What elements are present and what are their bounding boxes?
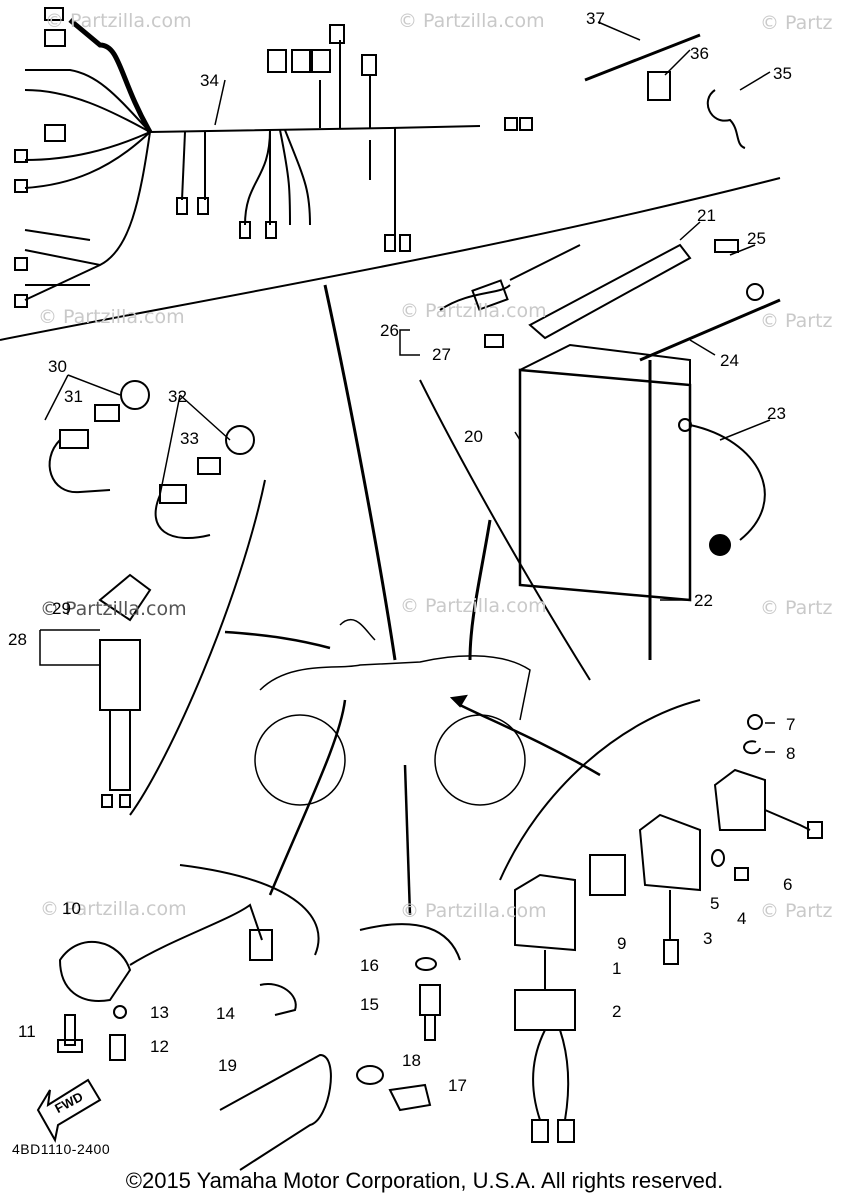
clamp-35	[706, 89, 746, 149]
callout-leaders	[39, 21, 775, 753]
battery-section-border	[419, 379, 591, 681]
fwd-arrow	[36, 1078, 102, 1143]
watermark: © Partz	[760, 900, 833, 922]
watermark: © Partzilla.com	[45, 10, 192, 32]
callout-11: 11	[18, 1022, 36, 1041]
battery-20	[518, 283, 781, 660]
copyright-notice: ©2015 Yamaha Motor Corporation, U.S.A. A…	[125, 1168, 724, 1193]
watermark: © Partzilla.com	[400, 300, 547, 322]
callout-2: 2	[612, 1002, 622, 1021]
leader-harness	[323, 284, 397, 661]
watermark: © Partzilla.com	[400, 595, 547, 617]
callout-6: 6	[783, 875, 793, 894]
callout-37: 37	[586, 9, 605, 28]
battery-strap-21	[528, 243, 692, 340]
bolt-11	[57, 1014, 83, 1053]
callout-12: 12	[150, 1037, 169, 1056]
plug-caps	[48, 380, 255, 540]
callout-24: 24	[720, 351, 739, 370]
callout-9: 9	[617, 934, 627, 953]
washer-18	[356, 1065, 384, 1085]
watermark: © Partzilla.com	[398, 10, 545, 32]
callout-26: 26	[380, 321, 399, 340]
starter-relay-26	[439, 244, 581, 348]
watermark: © Partz	[760, 12, 833, 34]
ignition-coil-10	[58, 903, 297, 1016]
watermark: © Partzilla.com	[40, 598, 187, 620]
callout-23: 23	[767, 404, 786, 423]
callout-29: 29	[52, 599, 71, 618]
callout-10: 10	[62, 899, 81, 918]
callout-22: 22	[694, 591, 713, 610]
washer-16	[415, 957, 437, 971]
callout-36: 36	[690, 44, 709, 63]
screw-4	[734, 867, 749, 881]
callout-7: 7	[786, 715, 796, 734]
leader-switch	[224, 630, 331, 650]
lead-wire-19	[219, 1053, 332, 1171]
callout-8: 8	[786, 744, 796, 763]
callout-13: 13	[150, 1003, 169, 1022]
bolt-12	[109, 1034, 126, 1061]
callout-4: 4	[737, 909, 747, 928]
cdi-section-border	[499, 699, 701, 881]
callout-15: 15	[360, 995, 379, 1014]
spark-plug-15	[419, 984, 441, 1041]
callout-34: 34	[200, 71, 219, 90]
callout-1: 1	[612, 959, 622, 978]
nut-7	[747, 714, 763, 730]
harness-section-border	[0, 177, 781, 341]
leader-plug	[403, 764, 412, 916]
watermark: © Partzilla.com	[40, 898, 187, 920]
holder-36	[647, 71, 671, 101]
watermark: © Partzilla.com	[38, 306, 185, 328]
callout-31: 31	[64, 387, 83, 406]
atv-silhouette	[254, 618, 531, 806]
cdi-bracket-2	[514, 989, 576, 1143]
callout-20: 20	[464, 427, 483, 446]
washer-8	[743, 740, 761, 755]
leader-coil	[268, 699, 347, 896]
bolt-17	[388, 1083, 432, 1112]
callout-35: 35	[773, 64, 792, 83]
callout-5: 5	[710, 894, 720, 913]
washer-13	[113, 1005, 127, 1019]
coil-section-border	[179, 864, 320, 956]
callout-28: 28	[8, 630, 27, 649]
callout-14: 14	[216, 1004, 235, 1023]
callout-18: 18	[402, 1051, 421, 1070]
plug-section-border	[359, 923, 461, 961]
relay-9	[589, 854, 626, 896]
callout-3: 3	[703, 929, 713, 948]
starter-relay-6	[713, 768, 823, 839]
callout-25: 25	[747, 229, 766, 248]
watermark: © Partz	[760, 597, 833, 619]
drawing-code: 4BD1110-2400	[12, 1141, 111, 1157]
cdi-unit-1	[514, 873, 576, 990]
callout-30: 30	[48, 357, 67, 376]
cable-tie-37	[584, 33, 701, 82]
callout-19: 19	[218, 1056, 237, 1075]
leader-battery	[468, 519, 492, 661]
callout-17: 17	[448, 1076, 467, 1095]
rectifier-3	[638, 813, 701, 965]
bolt-25	[714, 239, 739, 253]
leader-cdi	[459, 703, 601, 777]
callout-27: 27	[432, 345, 451, 364]
switch-section-border	[129, 479, 266, 816]
watermark: © Partz	[760, 310, 833, 332]
washer-5	[711, 849, 725, 867]
callout-21: 21	[697, 206, 716, 225]
callout-16: 16	[360, 956, 379, 975]
wire-harness-34	[14, 7, 533, 308]
main-switch-28	[98, 573, 152, 808]
watermark: © Partzilla.com	[400, 900, 547, 922]
callout-32: 32	[168, 387, 187, 406]
callout-33: 33	[180, 429, 199, 448]
